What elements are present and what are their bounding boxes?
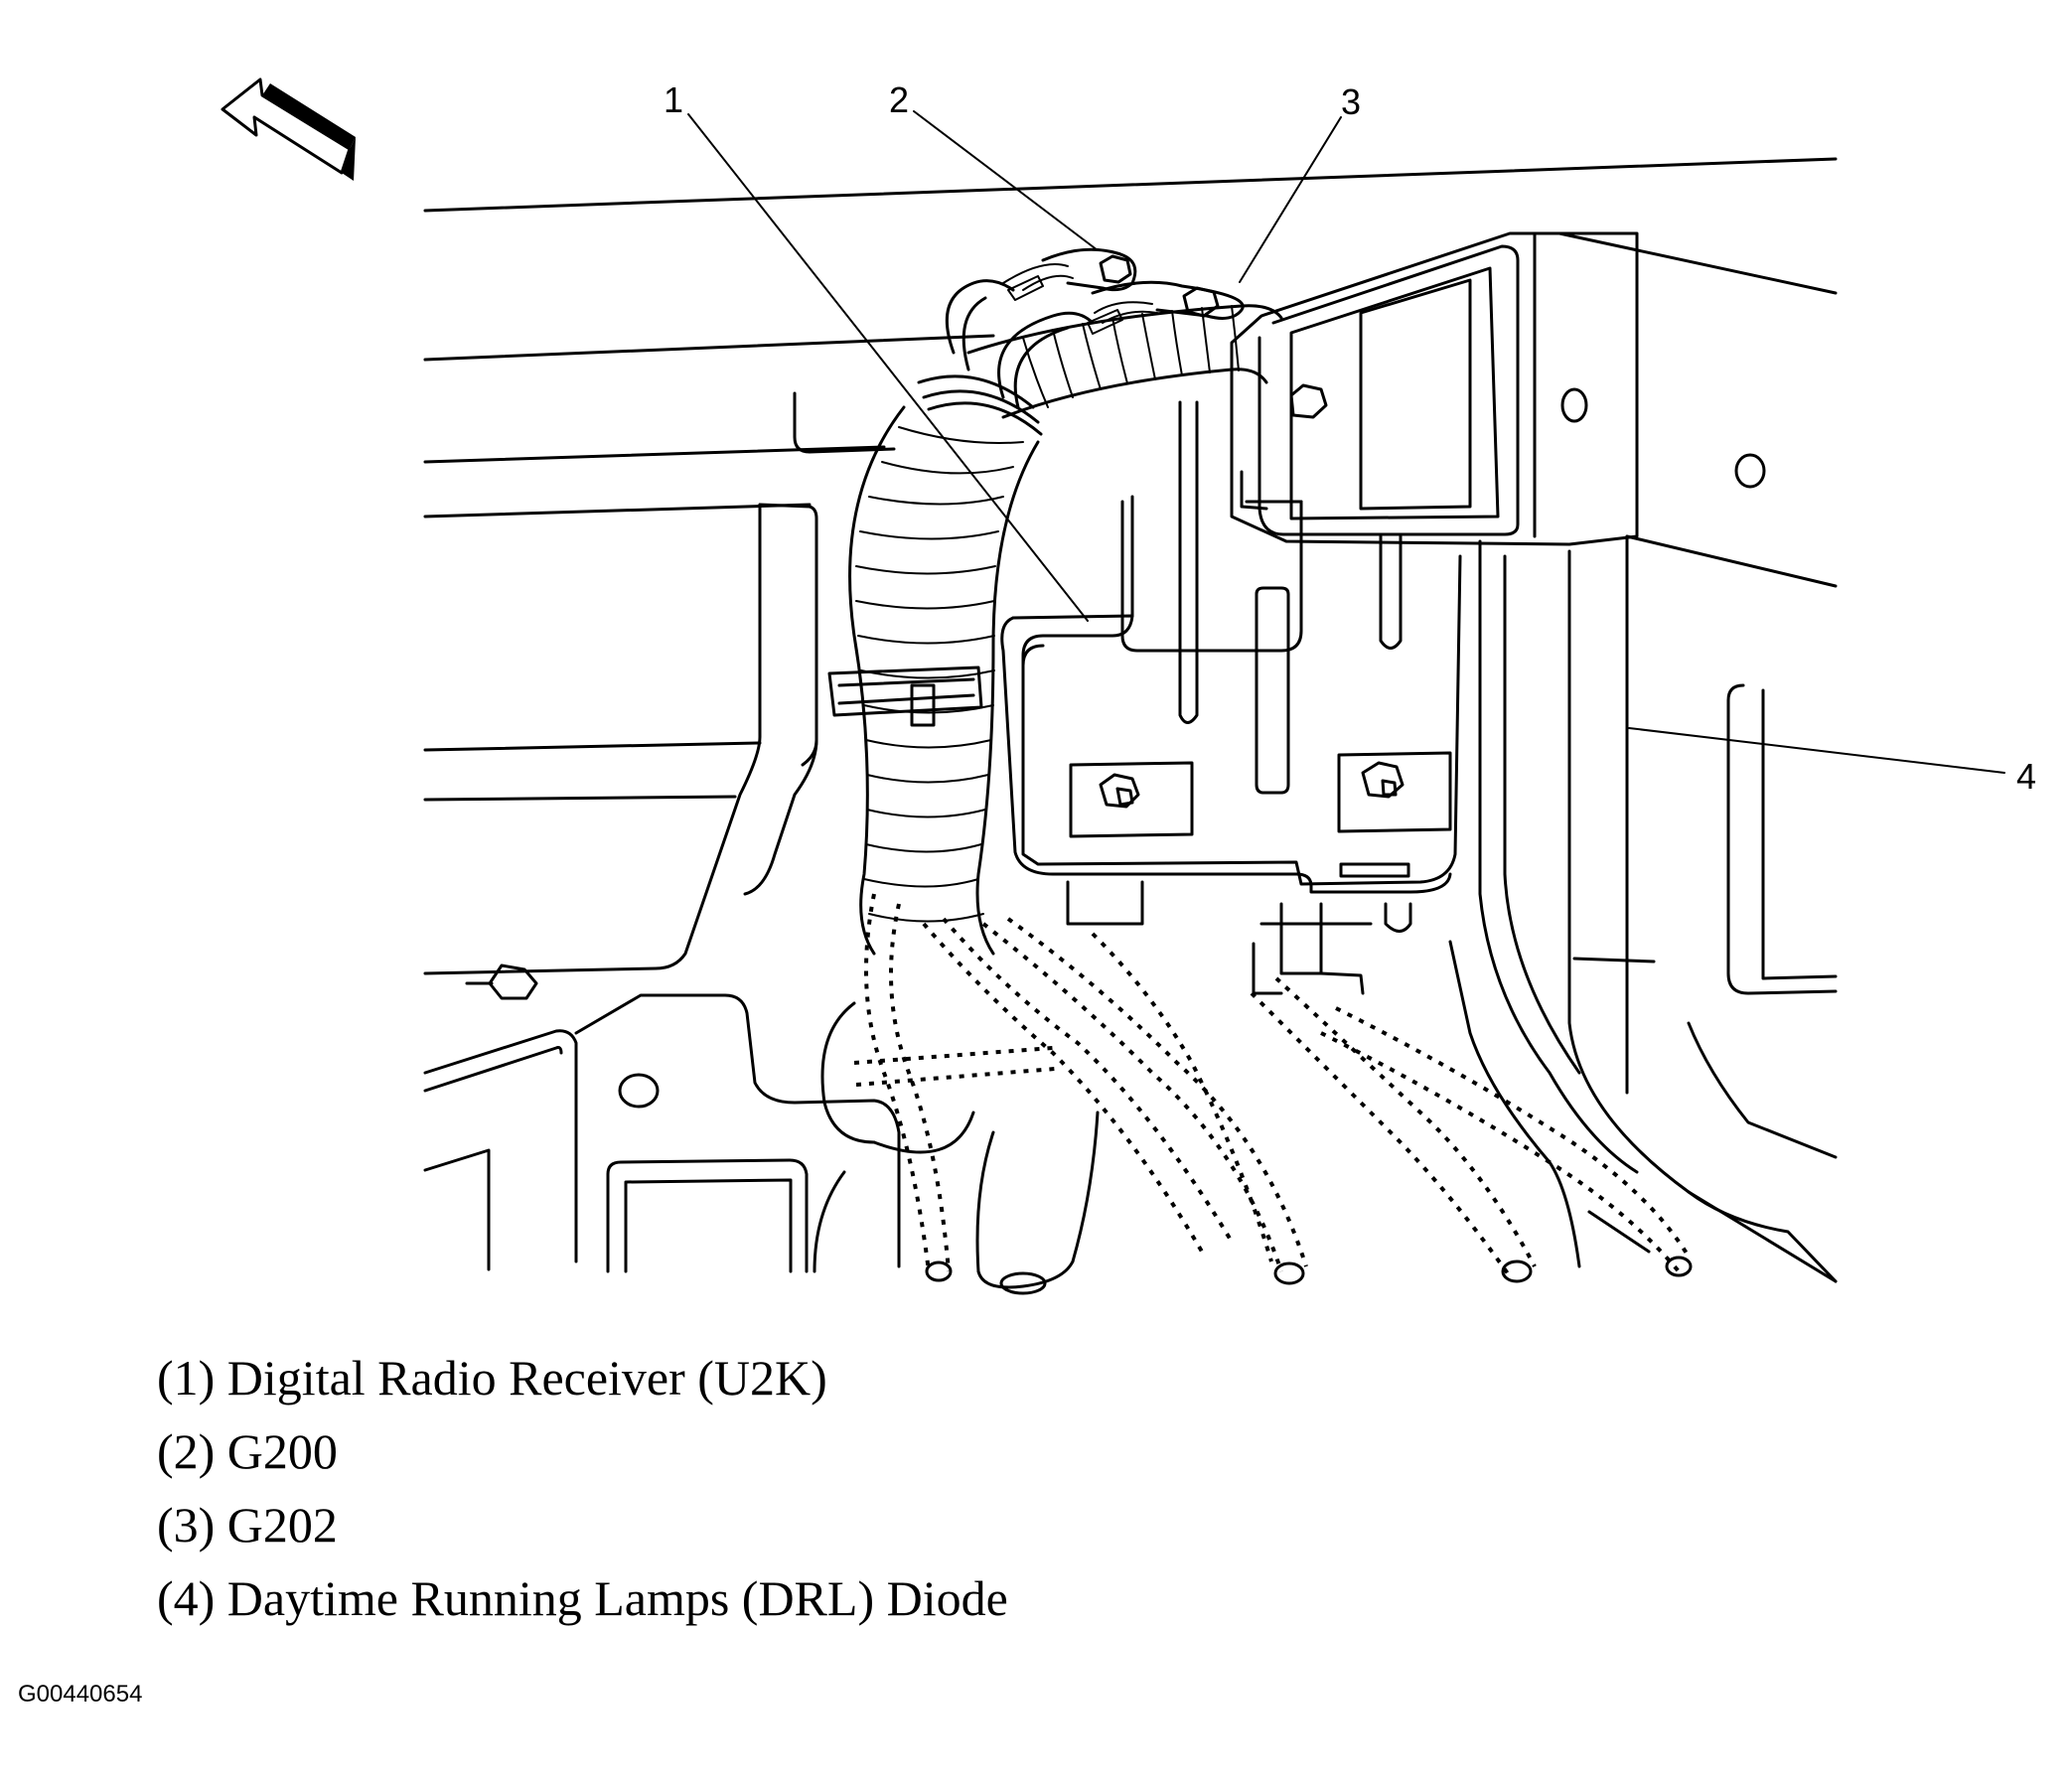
- ground-terminals: [945, 247, 1245, 409]
- callout-number-4: 4: [2016, 756, 2036, 797]
- legend-item-g200: (2) G200: [157, 1423, 338, 1479]
- wire-harness: [827, 304, 1283, 956]
- legend-list: (1) Digital Radio Receiver (U2K) (2) G20…: [157, 1341, 1008, 1635]
- direction-arrow-icon: [221, 77, 356, 181]
- legend-item-drl-diode: (4) Daytime Running Lamps (DRL) Diode: [157, 1570, 1008, 1626]
- callout-number-2: 2: [889, 79, 909, 120]
- drl-diode: [1230, 231, 1639, 546]
- figure-id: G00440654: [18, 1681, 143, 1707]
- leader-lines: [687, 110, 2005, 774]
- wiring-diagram: 1 2 3 4: [221, 77, 2036, 1295]
- taped-wire-branches: [853, 893, 1693, 1295]
- vehicle-body-panels: [423, 157, 1838, 1283]
- legend-item-digital-radio-receiver: (1) Digital Radio Receiver (U2K): [157, 1350, 827, 1406]
- callout-number-3: 3: [1341, 81, 1361, 122]
- digital-radio-receiver: [1000, 400, 1462, 995]
- legend-item-g202: (3) G202: [157, 1497, 338, 1553]
- callout-number-1: 1: [664, 79, 683, 120]
